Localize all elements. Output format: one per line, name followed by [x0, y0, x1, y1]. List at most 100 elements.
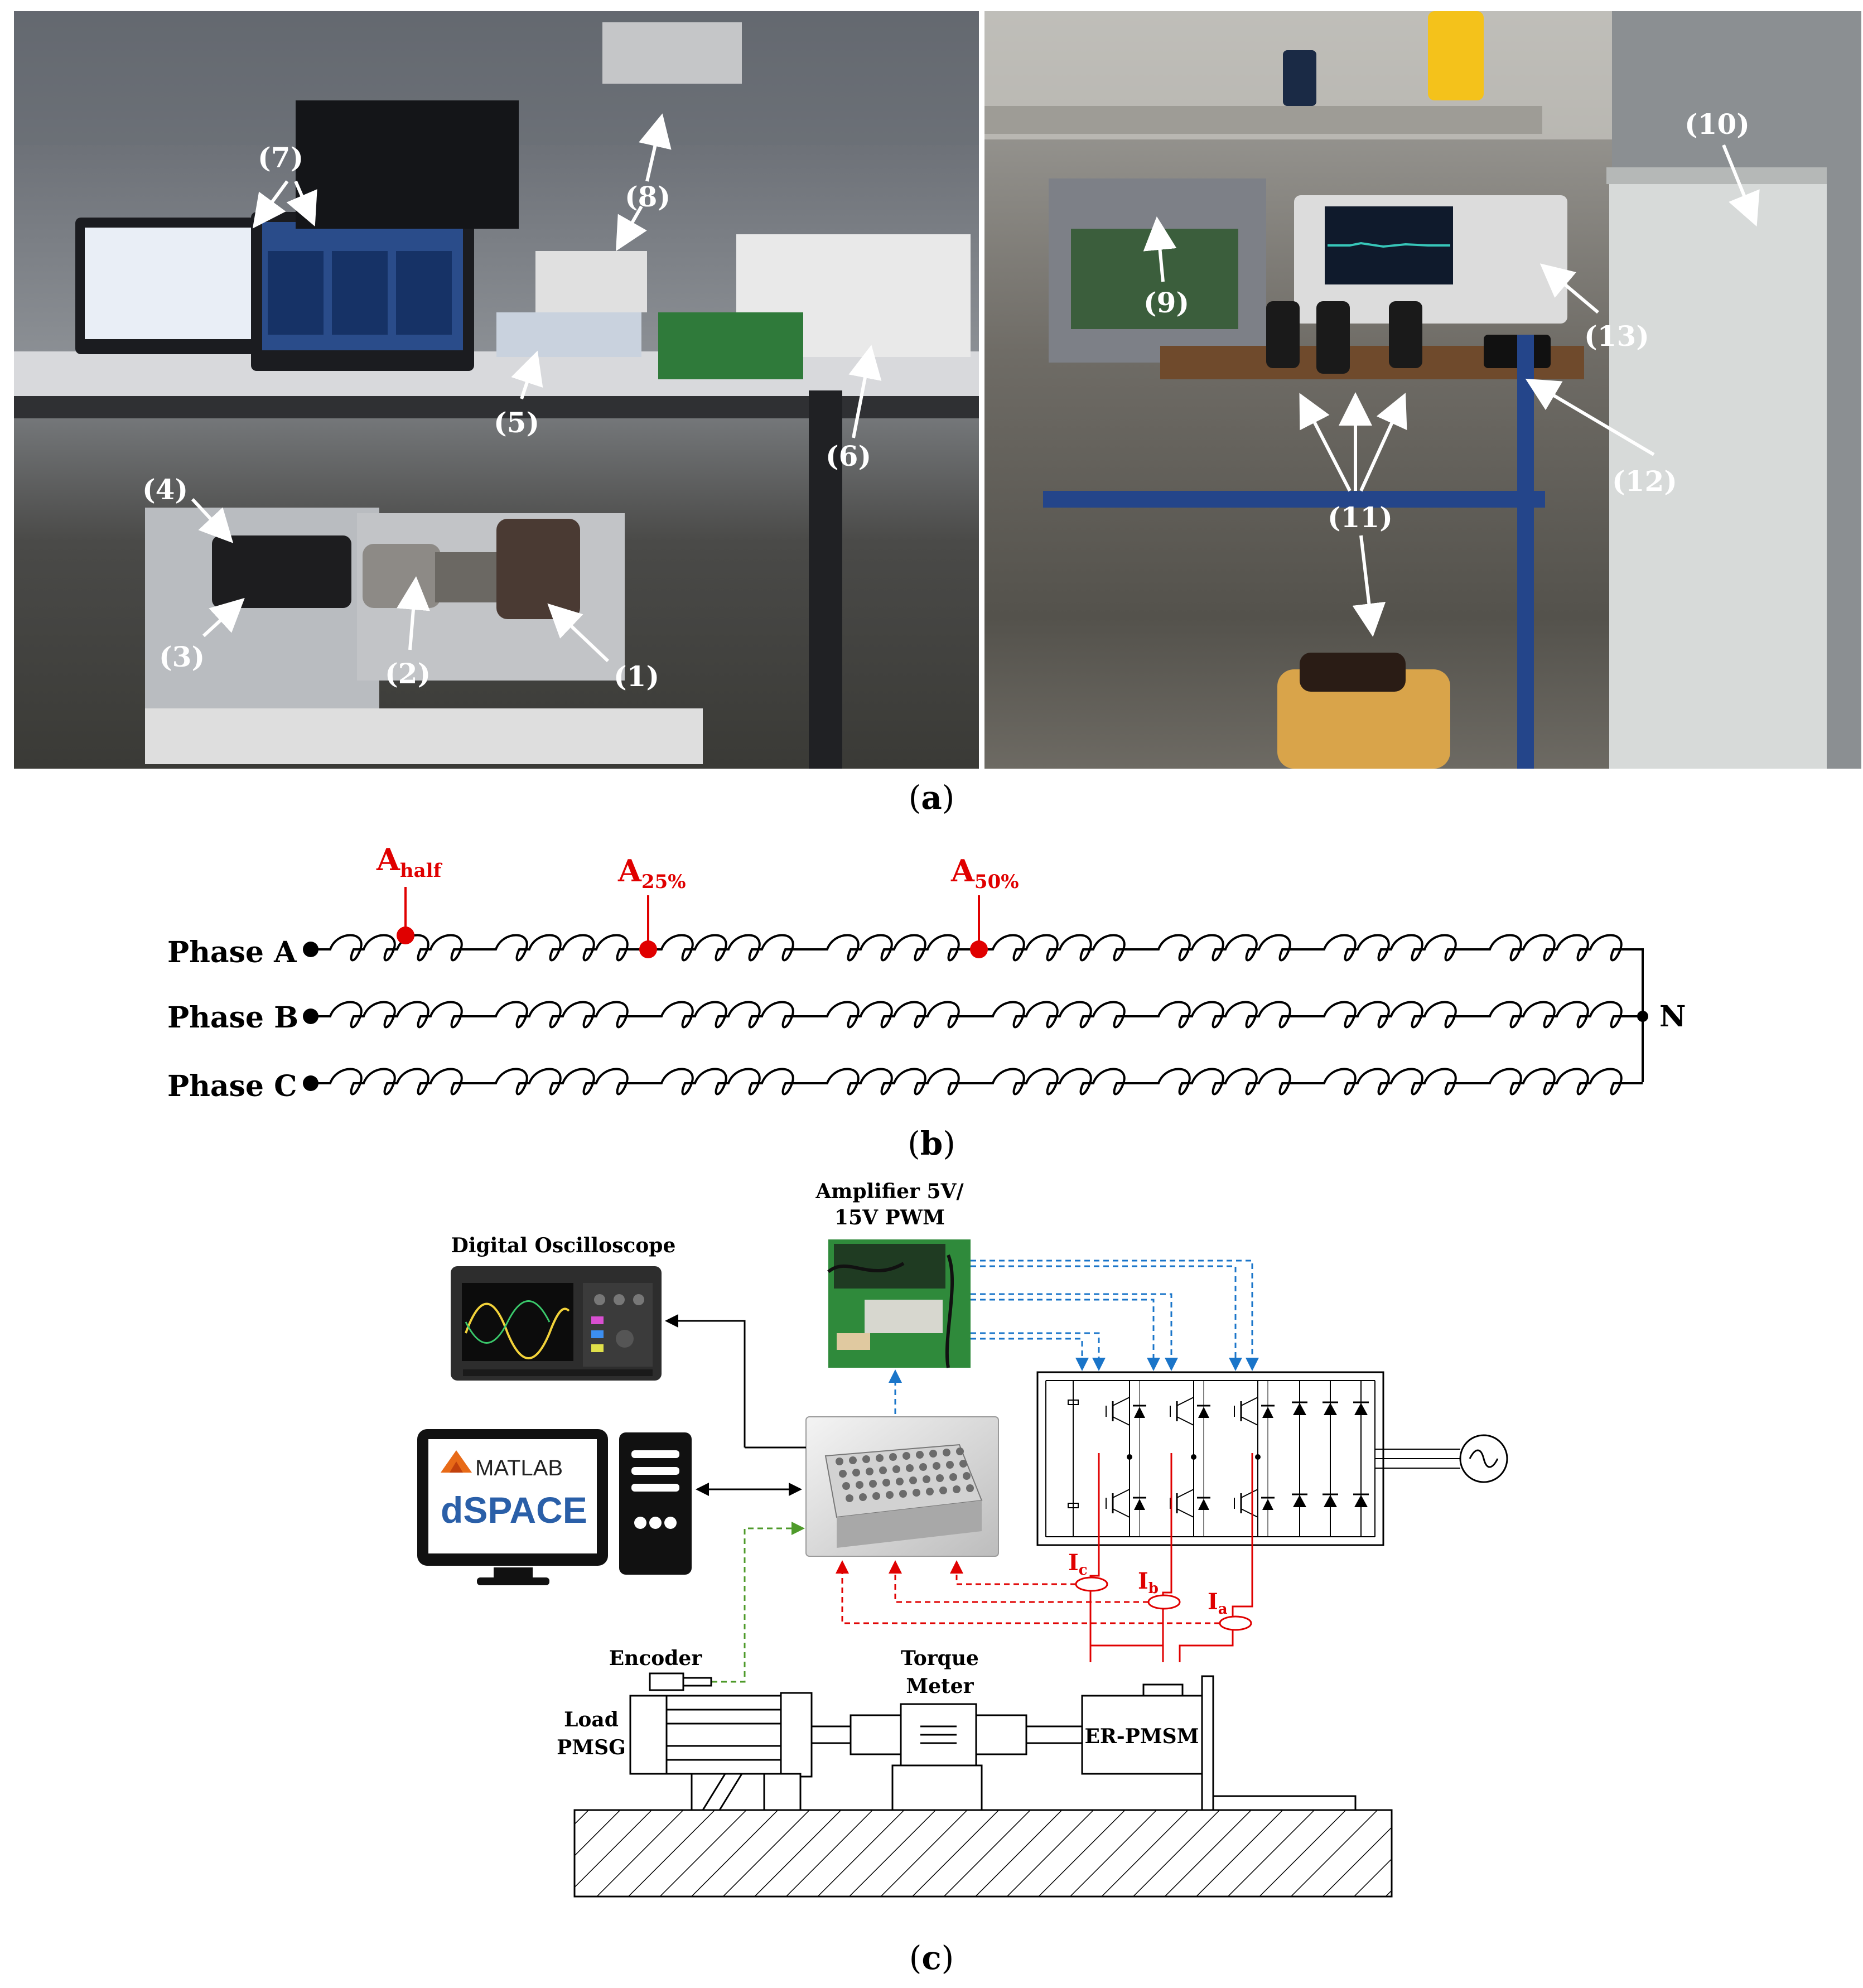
- label-12: (12): [1612, 465, 1677, 498]
- encoder-body: [649, 1672, 684, 1691]
- arrow-5: [511, 350, 543, 399]
- phase-b-label: Phase B: [167, 1001, 298, 1035]
- mechanical-bench: [573, 1672, 1393, 1898]
- arrow-3: [202, 597, 245, 638]
- digital-oscilloscope: [451, 1266, 662, 1381]
- label-3: (3): [159, 640, 205, 673]
- pwm-signal-lines: [889, 1260, 1259, 1414]
- arrow-1: [547, 603, 610, 663]
- current-sensors: Ic Ib Ia: [836, 1453, 1253, 1662]
- arrow-4: [191, 498, 234, 543]
- torque-meter-label-1: Torque: [901, 1647, 979, 1670]
- neutral-dot: [1637, 1011, 1648, 1022]
- current-ia-label: Ia: [1208, 1589, 1228, 1618]
- amplifier-board: [658, 312, 803, 379]
- lab-photo-right: [984, 11, 1861, 769]
- arrow-11a: [1299, 393, 1352, 492]
- panel-c: Digital Oscilloscope MATLAB dSPACE: [417, 1180, 1508, 1977]
- taps: Ahalf A25% A50%: [376, 842, 1019, 958]
- label-6: (6): [826, 440, 871, 472]
- panel-b: Phase A Phase B Phase C N Ahalf A25% A50…: [167, 842, 1686, 1162]
- load-label-2: PMSG: [557, 1736, 626, 1759]
- arrow-6: [848, 345, 882, 438]
- photo-labels: (1) (2) (3) (4) (5) (6) (7) (8) (9) (10)…: [142, 108, 1750, 693]
- desk-monitor: [296, 100, 519, 229]
- tap-half-dot: [397, 927, 414, 944]
- load-machine: [212, 535, 351, 608]
- phase-c-label: Phase C: [167, 1069, 297, 1103]
- dspace-box: [496, 312, 641, 357]
- label-7: (7): [258, 141, 303, 174]
- inverter-schematic: [1036, 1371, 1508, 1546]
- current-ic-label: Ic: [1068, 1550, 1088, 1579]
- amplifier-title-2: 15V PWM: [834, 1206, 945, 1229]
- amplifier-board: [827, 1239, 971, 1368]
- tap-50-label: A50%: [950, 853, 1019, 893]
- sensor-ic: [1075, 1576, 1108, 1592]
- phase-a-label: Phase A: [167, 935, 297, 969]
- current-clamp: [1300, 653, 1406, 692]
- stool: [1277, 669, 1450, 769]
- power-cabinet: [1609, 167, 1827, 769]
- workbench-top: [14, 351, 979, 396]
- dspace-box: [805, 1416, 999, 1557]
- data-connections: [665, 1314, 806, 1496]
- dspace-text: dSPACE: [441, 1489, 587, 1531]
- tap-25-dot: [639, 940, 657, 958]
- oscilloscope-title: Digital Oscilloscope: [451, 1234, 676, 1257]
- computer: MATLAB dSPACE: [417, 1429, 692, 1585]
- phase-winding-1: [311, 1001, 1643, 1029]
- tap-half-label: Ahalf: [376, 842, 443, 882]
- caption-a: (a): [909, 779, 955, 817]
- arrow-12: [1525, 378, 1655, 456]
- base-plate: [573, 1809, 1393, 1898]
- fluke-meter: [1428, 11, 1484, 100]
- matlab-text: MATLAB: [475, 1456, 563, 1480]
- encoder-label: Encoder: [609, 1647, 703, 1670]
- arrow-10: [1722, 144, 1760, 227]
- er-pmsm-label: ER-PMSM: [1084, 1725, 1199, 1748]
- arrow-9: [1143, 216, 1177, 282]
- coupling-right: [975, 1714, 1027, 1755]
- label-8: (8): [625, 180, 670, 213]
- arrow-8b: [616, 205, 647, 252]
- arrow-7a: [252, 180, 289, 229]
- caption-b: (b): [908, 1125, 955, 1162]
- arrow-2: [397, 576, 430, 650]
- label-11: (11): [1328, 501, 1393, 534]
- photo-arrows: [191, 113, 1760, 663]
- arrow-11d: [1352, 535, 1386, 637]
- er-pmsm-motor: [496, 519, 580, 619]
- arrow-13: [1539, 263, 1599, 314]
- lab-photo-left: [14, 11, 979, 769]
- er-pmsm-body: [1081, 1695, 1203, 1775]
- label-1: (1): [614, 660, 659, 693]
- arrow-8a: [639, 113, 672, 182]
- label-2: (2): [385, 657, 431, 690]
- torque-meter-label-2: Meter: [906, 1675, 974, 1698]
- caption-c: (c): [909, 1939, 954, 1977]
- sensor-ia: [1219, 1615, 1252, 1631]
- label-5: (5): [494, 406, 539, 439]
- generator: [535, 251, 647, 312]
- label-10: (10): [1685, 108, 1750, 141]
- coupling-left: [850, 1714, 902, 1755]
- power-supply: [602, 22, 742, 84]
- dspace-connectors: [836, 1447, 974, 1502]
- phase-winding-2: [311, 1068, 1643, 1096]
- arrow-11c: [1359, 393, 1407, 492]
- arrow-7b: [286, 180, 317, 227]
- sensor-ib: [1147, 1594, 1181, 1610]
- label-13: (13): [1584, 320, 1649, 353]
- tap-50-dot: [970, 940, 988, 958]
- neutral-label: N: [1659, 1000, 1686, 1034]
- load-pmsg-body: [629, 1695, 793, 1775]
- encoder-signal-line: [683, 1522, 805, 1683]
- amplifier-title-1: Amplifier 5V/: [815, 1180, 964, 1203]
- panel-a: (1) (2) (3) (4) (5) (6) (7) (8) (9) (10)…: [14, 11, 1861, 817]
- load-label-1: Load: [564, 1708, 619, 1731]
- label-4: (4): [142, 473, 188, 506]
- coupling: [363, 544, 441, 608]
